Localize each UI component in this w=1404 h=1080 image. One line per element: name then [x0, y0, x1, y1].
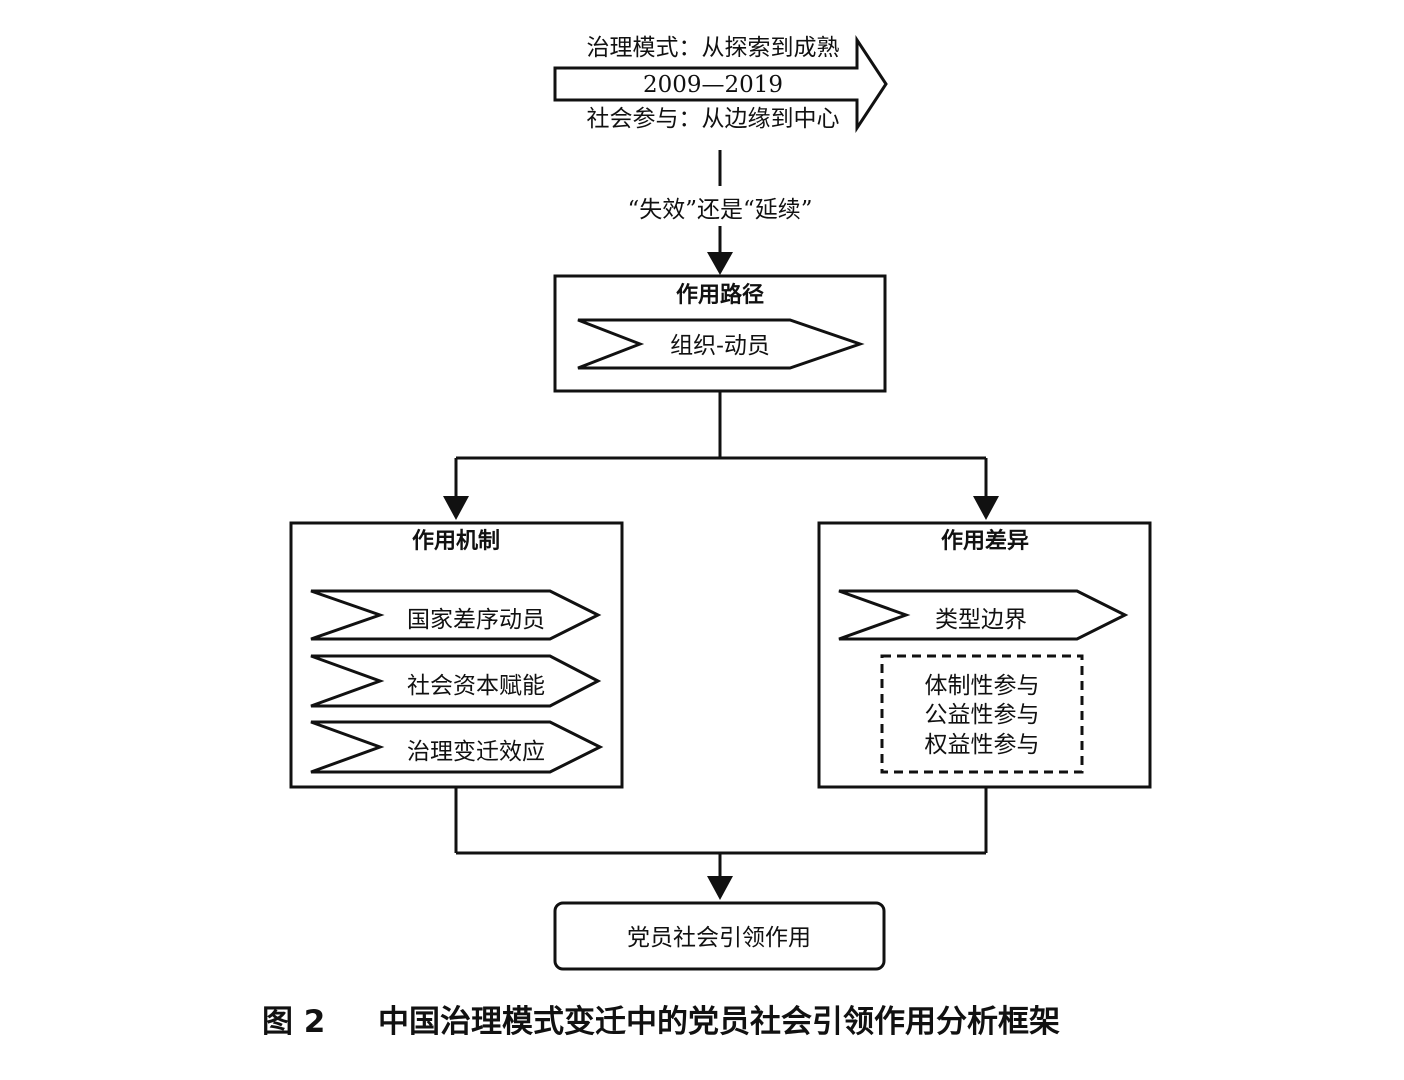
question-label: “失效”还是“延续” — [627, 197, 812, 223]
result-label: 党员社会引领作用 — [627, 925, 811, 951]
timeline-arrow — [553, 24, 888, 140]
mechanism-chevron-3 — [310, 720, 604, 774]
arrow-timeline-to-path — [707, 150, 733, 275]
mechanism-chevron-1 — [310, 589, 602, 641]
path-item-label: 组织-动员 — [670, 333, 770, 359]
path-box-title: 作用路径 — [676, 282, 764, 308]
merge-connector — [454, 787, 988, 900]
mechanism-chevron-2 — [310, 654, 602, 708]
difference-item: 类型边界 — [935, 607, 1027, 633]
participation-types-box — [880, 654, 1084, 774]
difference-box-title: 作用差异 — [941, 528, 1029, 554]
figure-number: 图 2 — [262, 1004, 325, 1040]
mechanism-item-1: 国家差序动员 — [407, 607, 545, 633]
path-chevron — [577, 318, 865, 370]
figure-title: 中国治理模式变迁中的党员社会引领作用分析框架 — [378, 1004, 1060, 1040]
mechanism-item-3: 治理变迁效应 — [407, 739, 545, 765]
participation-type-1: 体制性参与 — [925, 673, 1040, 699]
result-box — [553, 901, 886, 971]
branch-connector — [443, 391, 999, 520]
difference-chevron — [838, 589, 1129, 641]
timeline-years: 2009—2019 — [643, 72, 783, 98]
mechanism-box-title: 作用机制 — [412, 529, 500, 554]
timeline-upper-label: 治理模式：从探索到成熟 — [587, 35, 840, 61]
mechanism-item-2: 社会资本赋能 — [407, 673, 545, 699]
timeline-lower-label: 社会参与：从边缘到中心 — [587, 106, 840, 132]
participation-type-2: 公益性参与 — [925, 702, 1040, 728]
participation-type-3: 权益性参与 — [925, 732, 1040, 758]
